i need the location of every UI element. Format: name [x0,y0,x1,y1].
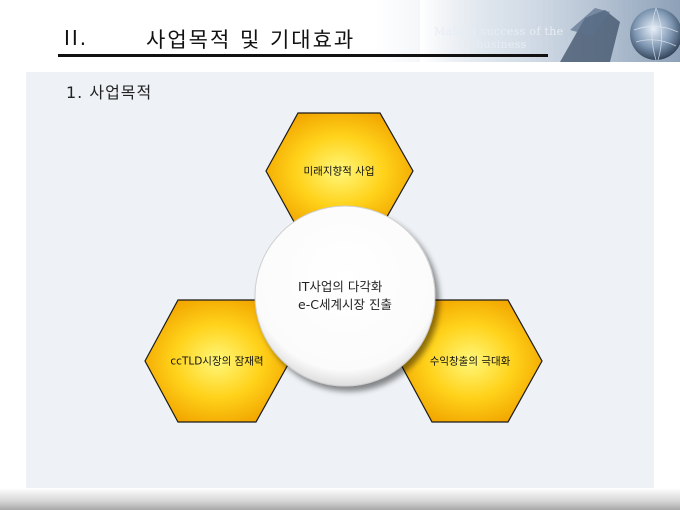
center-line-1: IT사업의 다각화 [298,279,383,294]
hex-top-label: 미래지향적 사업 [303,165,375,178]
slogan-text-2: business [476,38,527,51]
footer-shade [0,488,680,510]
hex-right-label: 수익창출의 극대화 [429,355,511,368]
hex-left-label: ccTLD시장의 잠재력 [170,355,264,368]
slogan-text: Make a success of the [434,25,564,38]
header-globe-image [420,0,680,62]
center-text: IT사업의 다각화 e-C세계시장 진출 [298,278,392,314]
section-heading: 1. 사업목적 [66,83,153,102]
title-number: II. [64,26,89,50]
title-underline [58,54,548,57]
center-line-2: e-C세계시장 진출 [298,297,392,312]
center-circle [254,205,436,387]
page-title: 사업목적 및 기대효과 [146,28,356,52]
